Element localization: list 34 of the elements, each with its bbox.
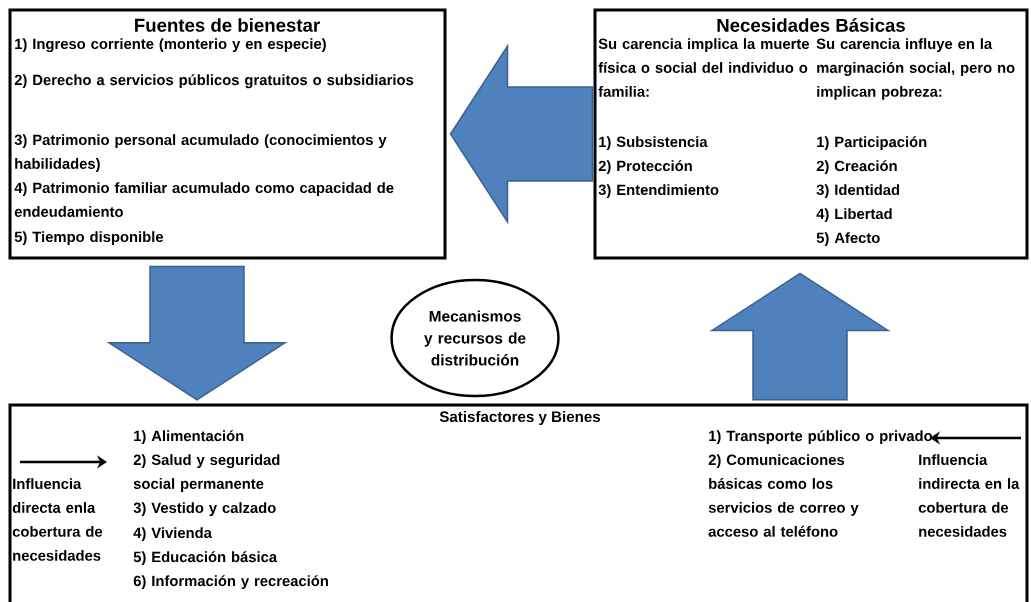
note-text: Influencia indirecta en la cobertura de necesidades bbox=[918, 454, 1020, 537]
list-item: 5) Tiempo disponible bbox=[14, 231, 164, 245]
list-item: 2) Creación bbox=[816, 160, 897, 175]
list-item: 2) Protección bbox=[598, 160, 692, 175]
list-item: 1) Subsistencia bbox=[599, 136, 708, 150]
list-item: 2) Salud y seguridad social permanente bbox=[133, 454, 280, 492]
list-item: 2) Derecho a servicios públicos gratuitos o subsidiarios bbox=[14, 74, 414, 89]
box-title: Necesidades Básicas bbox=[717, 18, 905, 32]
open-box bbox=[8, 403, 1029, 602]
list-item: 4) Libertad bbox=[816, 208, 892, 222]
list-item: 1) Transporte público o privado bbox=[709, 430, 933, 445]
block-arrow bbox=[709, 272, 891, 401]
list-item: 1) Participación bbox=[817, 136, 927, 151]
list-item: 2) Comunicaciones básicas como los servicios de correo y acceso al teléfono bbox=[708, 454, 859, 537]
list-item: 6) Información y recreación bbox=[133, 575, 328, 590]
column-heading: Su carencia implica la muerte física o social del individuo o familia: bbox=[598, 38, 809, 97]
list-item: 3) Patrimonio personal acumulado (conocimientos y habilidades) bbox=[14, 134, 387, 172]
block-arrow bbox=[449, 43, 594, 225]
list-item: 5) Educación básica bbox=[133, 551, 278, 566]
block-arrow bbox=[106, 265, 288, 401]
box-title: Fuentes de bienestar bbox=[135, 18, 320, 32]
note-text: Influencia directa enla cobertura de necesidades bbox=[12, 478, 103, 561]
list-item: 3) Vestido y calzado bbox=[133, 502, 276, 516]
list-item: 1) Ingreso corriente (monterio y en especie) bbox=[15, 38, 326, 53]
list-item: 3) Entendimiento bbox=[598, 184, 719, 198]
column-heading: Su carencia influye en la marginación social, pero no implican pobreza: bbox=[816, 38, 1015, 100]
list-item: 5) Afecto bbox=[816, 232, 880, 246]
list-item: 3) Identidad bbox=[816, 184, 900, 198]
text-box bbox=[593, 8, 1029, 260]
list-item: 4) Patrimonio familiar acumulado como capacidad de endeudamiento bbox=[14, 182, 394, 217]
list-item: 4) Vivienda bbox=[133, 527, 212, 541]
list-item: 1) Alimentación bbox=[134, 430, 244, 445]
box-title: Satisfactores y Bienes bbox=[439, 410, 601, 426]
text-box bbox=[8, 8, 447, 260]
